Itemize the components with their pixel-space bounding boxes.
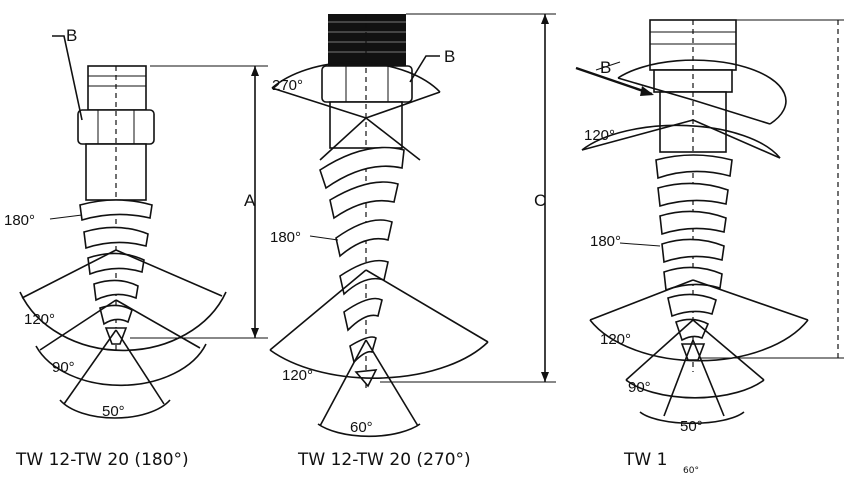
nozzle-3-b-arrow: [575, 66, 653, 96]
nozzle-3-drawing: B 120° 180° 120° 90° 50°: [575, 19, 844, 435]
nozzle-2-angle-60: 60°: [350, 419, 373, 436]
nozzle-2-label-c: C: [534, 191, 546, 210]
nozzle-1-arc-120: [19, 291, 227, 352]
nozzle-1-label-a: A: [244, 191, 256, 210]
nozzle-1-arc-50: [59, 399, 171, 419]
nozzle-2-b-leader: [409, 55, 440, 83]
nozzle-3-spiral-angle: 180°: [590, 233, 621, 250]
nozzle-3-hex: [653, 69, 733, 93]
nozzle-3-angle-50: 50°: [680, 418, 703, 435]
nozzle-3-arc-120-mid: [581, 124, 781, 159]
nozzle-2-arc-60: [317, 423, 421, 438]
nozzle-3-arc-120-top: [617, 59, 787, 125]
nozzle-1-caption: TW 12-TW 20 (180°): [16, 450, 189, 470]
nozzle-1-drawing: B A 180° 120° 90° 50°: [4, 26, 268, 420]
nozzle-2-arc-120: [269, 341, 489, 379]
nozzle-3-caption: TW 1: [624, 450, 668, 470]
nozzle-1-b-leader: [52, 35, 83, 121]
nozzle-3-caption-sub: 60°: [683, 466, 699, 476]
nozzle-1-arc-90: [35, 343, 207, 387]
nozzle-1-angle-90: 90°: [52, 359, 75, 376]
nozzle-1-angle-120: 120°: [24, 311, 55, 328]
nozzle-2-angle-180: 180°: [270, 229, 301, 246]
nozzle-1-angle-50: 50°: [102, 403, 125, 420]
nozzle-2-angle-120: 120°: [282, 367, 313, 384]
nozzle-3-label-b: B: [600, 58, 611, 77]
nozzle-2-label-b: B: [444, 47, 455, 66]
nozzle-3-arc-90: [625, 379, 765, 399]
nozzle-3-angle-120-top: 120°: [584, 127, 615, 144]
nozzle-1-spiral-angle: 180°: [4, 212, 35, 229]
nozzle-3-arc-120-bottom: [589, 319, 809, 362]
nozzle-1-thread-cap: [87, 65, 147, 111]
nozzle-2-caption: TW 12-TW 20 (270°): [298, 450, 471, 470]
nozzle-1-shank: [85, 143, 147, 201]
nozzle-2-hex: [321, 65, 413, 103]
nozzle-3-angle-120-bottom: 120°: [600, 331, 631, 348]
nozzle-2-angle-270: 270°: [272, 77, 303, 94]
nozzle-1-label-b: B: [66, 26, 77, 45]
nozzle-2-arc-270: [271, 61, 441, 93]
nozzle-3-angle-90: 90°: [628, 379, 651, 396]
nozzle-3-arc-50: [639, 411, 745, 425]
nozzle-2-drawing: B C 270° 180° 120° 60°: [269, 13, 556, 438]
